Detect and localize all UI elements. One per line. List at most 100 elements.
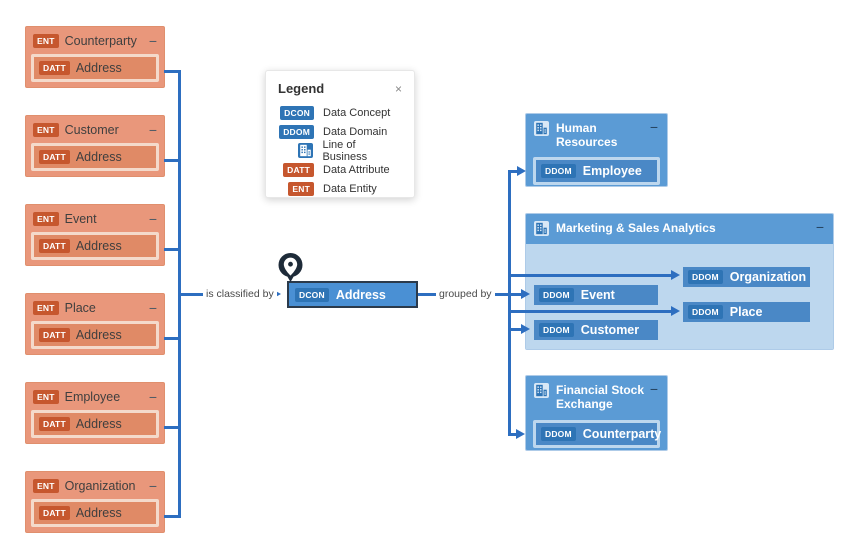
domain-label: Event (580, 288, 615, 302)
concept-label: Address (335, 287, 386, 302)
datt-badge: DATT (39, 61, 70, 75)
lob-title: Financial Stock Exchange (556, 383, 645, 411)
attribute-label: Address (75, 506, 122, 520)
attribute-node-address[interactable]: DATT Address (31, 54, 159, 82)
datt-badge: DATT (39, 506, 70, 520)
arrowhead-event (521, 289, 530, 299)
edge-label-classified-by: is classified by (203, 288, 277, 300)
attribute-node-address[interactable]: DATT Address (31, 143, 159, 171)
edge-to-event (508, 293, 522, 296)
edge-employee-address (164, 426, 180, 429)
right-bus-line (508, 170, 511, 436)
collapse-button[interactable]: − (148, 121, 157, 138)
ddom-badge: DDOM (539, 323, 574, 337)
ent-badge: ENT (33, 300, 59, 315)
ddom-badge: DDOM (279, 124, 314, 139)
ent-badge: ENT (33, 389, 59, 404)
domain-node-organization[interactable]: DDOM Organization (680, 264, 813, 290)
entity-title: Customer (64, 122, 119, 137)
legend-item-data-domain: DDOM Data Domain (278, 124, 402, 139)
ent-badge: ENT (33, 211, 59, 226)
line-of-business-icon (534, 121, 549, 136)
collapse-button[interactable]: − (148, 210, 157, 227)
datt-badge: DATT (39, 239, 70, 253)
collapse-button[interactable]: − (649, 381, 658, 397)
domain-node-employee[interactable]: DDOM Employee (533, 157, 660, 185)
legend-item-data-entity: ENT Data Entity (278, 181, 402, 196)
ent-badge: ENT (33, 478, 59, 493)
line-of-business-icon (534, 221, 549, 236)
entity-node-employee[interactable]: ENT Employee − DATT Address (25, 382, 165, 444)
entity-node-event[interactable]: ENT Event − DATT Address (25, 204, 165, 266)
edge-to-customer (508, 328, 522, 331)
close-icon[interactable]: × (394, 81, 402, 96)
edge-to-place (508, 310, 672, 313)
datt-badge: DATT (39, 328, 70, 342)
collapse-button[interactable]: − (148, 477, 157, 494)
domain-node-place[interactable]: DDOM Place (680, 299, 813, 325)
entity-node-counterparty[interactable]: ENT Counterparty − DATT Address (25, 26, 165, 88)
collapse-button[interactable]: − (148, 299, 157, 316)
line-of-business-icon (534, 383, 549, 398)
ent-badge: ENT (33, 33, 59, 48)
attribute-node-address[interactable]: DATT Address (31, 499, 159, 527)
edge-place-address (164, 337, 180, 340)
datt-badge: DATT (283, 162, 314, 177)
domain-node-counterparty[interactable]: DDOM Counterparty (533, 420, 662, 448)
ent-badge: ENT (288, 181, 314, 196)
collapse-button[interactable]: − (649, 119, 658, 135)
domain-label: Employee (582, 164, 642, 178)
ddom-badge: DDOM (688, 270, 723, 284)
edge-event-address (164, 248, 180, 251)
line-of-business-icon (298, 143, 314, 158)
attribute-label: Address (75, 61, 122, 75)
domain-node-customer[interactable]: DDOM Customer (531, 317, 661, 343)
collapse-button[interactable]: − (148, 32, 157, 49)
lob-node-human-resources[interactable]: Human Resources − DDOM Employee (525, 113, 668, 187)
entity-title: Organization (64, 478, 136, 493)
entity-title: Employee (64, 389, 121, 404)
location-pin-icon (277, 252, 304, 288)
legend-item-data-attribute: DATT Data Attribute (278, 162, 402, 177)
edge-customer-address (164, 159, 180, 162)
entity-title: Counterparty (64, 33, 137, 48)
edge-to-counterparty (508, 433, 517, 436)
edge-counterparty-address (164, 70, 180, 73)
dcon-badge: DCON (295, 287, 329, 302)
arrowhead-customer (521, 324, 530, 334)
datt-badge: DATT (39, 417, 70, 431)
attribute-node-address[interactable]: DATT Address (31, 232, 159, 260)
ent-badge: ENT (33, 122, 59, 137)
ddom-badge: DDOM (688, 305, 723, 319)
collapse-button[interactable]: − (148, 388, 157, 405)
attribute-node-address[interactable]: DATT Address (31, 321, 159, 349)
arrowhead-counterparty (516, 429, 525, 439)
domain-label: Counterparty (582, 427, 662, 441)
lob-node-financial-stock-exchange[interactable]: Financial Stock Exchange − DDOM Counterp… (525, 375, 668, 451)
entity-node-place[interactable]: ENT Place − DATT Address (25, 293, 165, 355)
concept-node-address[interactable]: DCON Address (287, 281, 418, 308)
edge-to-employee (508, 170, 518, 173)
lob-node-marketing-sales-analytics[interactable]: Marketing & Sales Analytics − DDOM Event… (525, 213, 834, 350)
lob-title: Human Resources (556, 121, 618, 149)
entity-title: Event (64, 211, 97, 226)
datt-badge: DATT (39, 150, 70, 164)
domain-label: Customer (580, 323, 640, 337)
ddom-badge: DDOM (541, 164, 576, 178)
attribute-label: Address (75, 417, 122, 431)
entity-node-customer[interactable]: ENT Customer − DATT Address (25, 115, 165, 177)
attribute-label: Address (75, 239, 122, 253)
entity-node-organization[interactable]: ENT Organization − DATT Address (25, 471, 165, 533)
lob-title: Marketing & Sales Analytics (556, 221, 716, 235)
edge-label-grouped-by: grouped by (436, 288, 495, 300)
dcon-badge: DCON (280, 105, 314, 120)
legend-panel: Legend × DCON Data Concept DDOM Data Dom… (265, 70, 415, 198)
arrowhead-organization (671, 270, 680, 280)
domain-node-event[interactable]: DDOM Event (531, 282, 661, 308)
domain-label: Place (729, 305, 763, 319)
attribute-node-address[interactable]: DATT Address (31, 410, 159, 438)
attribute-label: Address (75, 150, 122, 164)
collapse-button[interactable]: − (815, 219, 824, 235)
arrowhead-place (671, 306, 680, 316)
